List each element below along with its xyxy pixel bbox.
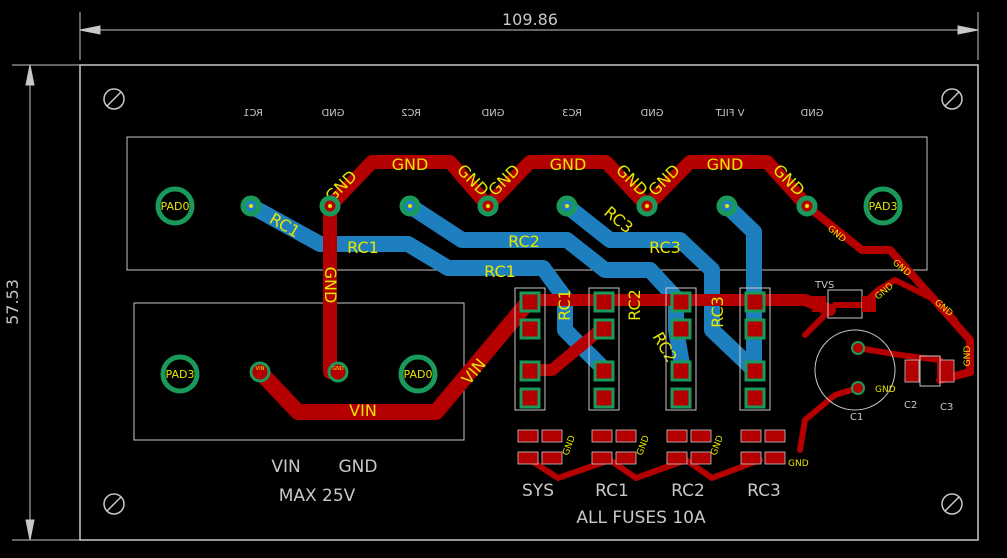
pin-label-rc2: RC2 [401, 108, 421, 119]
pin-label-v-filt: V FILT [715, 108, 745, 119]
silk-vin-label: VIN [271, 457, 300, 477]
pad-label-bottom-left: PAD3 [166, 368, 195, 381]
trace-label-gnd-2: GND [550, 155, 587, 174]
trace-label-gnd-10: GND [321, 267, 340, 304]
mounting-hole-icon [941, 493, 963, 515]
trace-label-rc2-b: RC2 [625, 289, 644, 321]
board-outline [79, 64, 979, 541]
fuse-label-sys: SYS [522, 481, 554, 501]
trace-rc3 [559, 198, 762, 378]
connector-pin-labels: RC1 GND RC2 GND RC3 GND V FILT GND [243, 108, 823, 119]
trace-gnd-cap [797, 385, 861, 453]
smd-components [517, 429, 786, 465]
trace-label-rc2-a: RC2 [508, 232, 540, 251]
large-pads [155, 186, 903, 394]
mounting-holes [103, 88, 963, 515]
pin-label-gnd-2: GND [481, 108, 504, 119]
c2-label: C2 [904, 400, 917, 411]
fuse-note: ALL FUSES 10A [576, 508, 706, 528]
smd-gnd-label-1: GND [561, 434, 577, 457]
fuse-label-rc3: RC3 [747, 481, 781, 501]
fuse-label-rc1: RC1 [595, 481, 629, 501]
mounting-hole-icon [103, 88, 125, 110]
pin-label-rc3: RC3 [562, 108, 582, 119]
trace-gnd-main [323, 155, 814, 213]
trace-label-rc1-d: RC1 [555, 289, 574, 321]
trace-tvs [802, 277, 958, 338]
pad-label-top-left: PAD0 [161, 200, 190, 213]
top-connector-pads [240, 195, 818, 217]
trace-label-gnd-1: GND [392, 155, 429, 174]
silk-max-voltage: MAX 25V [279, 486, 356, 506]
pad-markers [249, 204, 809, 208]
trace-labels: GND GND GND GND GND GND GND GND GND GND … [266, 155, 973, 420]
fuse-holder-rc2 [665, 287, 697, 411]
smd-gnd-label-2: GND [635, 434, 651, 457]
fuse-holder-sys [514, 287, 546, 411]
trace-label-gnd-3: GND [707, 155, 744, 174]
mini-label-vin: VIN [256, 366, 265, 372]
bottom-connector-pads [249, 361, 349, 383]
smd-gnd-label-3: GND [709, 434, 725, 457]
pin-label-gnd-4: GND [800, 108, 823, 119]
trace-label-rc3-c: RC3 [708, 296, 727, 328]
trace-label-gnd-11: GND [825, 224, 847, 245]
pin-label-rc1: RC1 [243, 108, 263, 119]
trace-label-rc1-a: RC1 [347, 238, 379, 257]
trace-label-vin: VIN [349, 401, 377, 420]
c3-label: C3 [940, 402, 953, 413]
silk-gnd-label: GND [339, 457, 378, 477]
width-dimension [79, 12, 979, 60]
width-dimension-value: 109.86 [502, 10, 558, 29]
capacitor-c2-c3 [904, 355, 955, 387]
trace-rc1 [243, 198, 613, 378]
capacitor-c1 [814, 329, 896, 411]
trace-vin [252, 292, 538, 420]
trace-rc2 [402, 198, 691, 378]
trace-label-rc3-a: RC3 [649, 238, 681, 257]
fuse-holder-rc1 [588, 287, 620, 411]
trace-cap [855, 345, 943, 383]
mounting-hole-icon [941, 88, 963, 110]
fuse-holders [514, 287, 771, 411]
height-dimension [12, 64, 80, 541]
trace-label-rc1-c: RC1 [484, 262, 516, 281]
height-dimension-value: 57.53 [3, 279, 22, 325]
pad-label-top-right: PAD3 [869, 200, 898, 213]
pin-label-gnd-1: GND [321, 108, 344, 119]
fuse-label-rc2: RC2 [671, 481, 705, 501]
smd-gnd-label-4: GND [788, 459, 809, 469]
tvs-diode [812, 289, 876, 319]
trace-label-gnd-14: GND [963, 346, 973, 367]
mini-label-gnd: GND [332, 366, 344, 372]
c1-gnd-label: GND [875, 385, 896, 395]
fuse-holder-rc3 [739, 287, 771, 411]
pad-label-bottom-right: PAD0 [404, 368, 433, 381]
mounting-hole-icon [103, 493, 125, 515]
pin-label-gnd-3: GND [640, 108, 663, 119]
tvs-label: TVS [814, 280, 834, 291]
c1-label: C1 [850, 412, 863, 423]
trace-fuse-row [527, 457, 763, 481]
